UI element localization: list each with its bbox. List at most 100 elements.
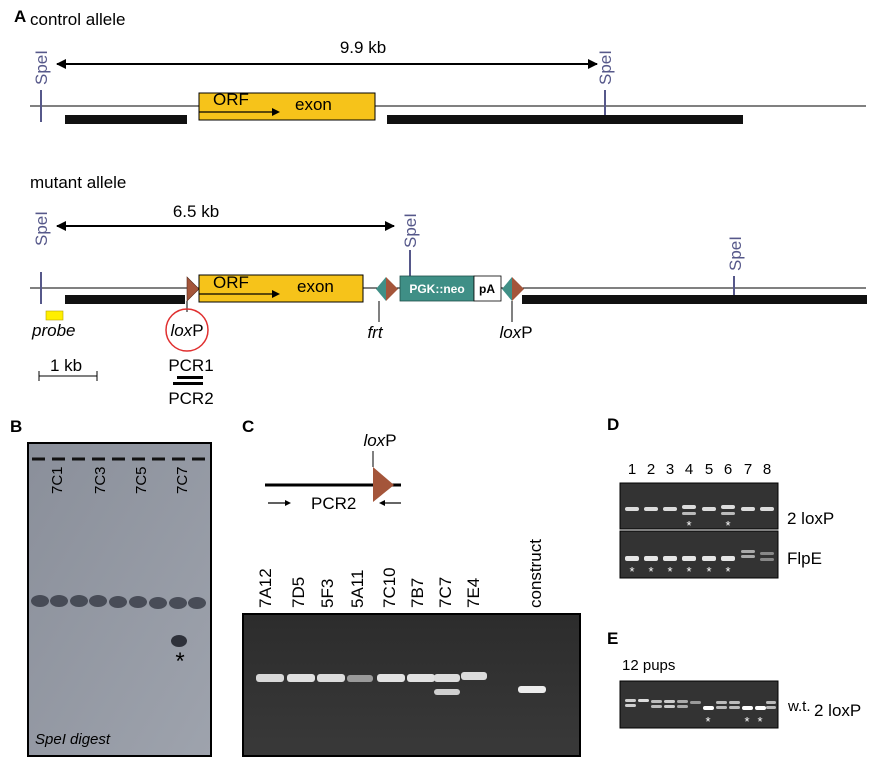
mutant-orf-label: ORF [213,273,249,292]
polya-box [473,275,502,302]
blot-lane-label: 7C5 [133,466,150,494]
polya-label: pA [479,282,495,296]
control-exon-box [198,92,376,121]
pups-genotyping-gel [619,680,779,729]
control-homology-arm-left [65,115,187,124]
loxp-site-1 [186,276,200,302]
panel-a: A control allele 9.9 kb SpeI SpeI ORF ex… [14,7,867,408]
scale-bar-label: 1 kb [50,356,82,375]
flp-lane-number: 8 [763,461,771,478]
pcr1-label: PCR1 [168,356,213,375]
control-homology-arm-right [387,115,743,124]
pgk-neo-label: PGK::neo [409,282,464,296]
pups-title: 12 pups [622,657,675,674]
pcr-lane-label: 5F3 [318,579,337,608]
loxp-gel-star: * [686,518,691,533]
pcr2-gel [242,613,581,757]
pcr2-loxp-band [434,689,460,695]
flpe-gel-star: * [706,564,711,579]
frt-label: frt [367,323,383,342]
mutant-exon-label: exon [297,277,334,296]
pcr-lane-label: 7A12 [256,568,275,608]
mutant-spei-right-label: SpeI [726,236,745,271]
pcr2-band [317,674,345,682]
flpe-genotyping-gel [619,530,779,579]
flp-lane-number: 5 [705,461,713,478]
blot-lane-label: 7C7 [174,466,191,494]
loxp-site-3 [512,277,524,301]
panel-c: C loxP PCR2 7A12 7D5 5F3 5A11 7C10 7B7 7… [242,417,581,757]
pgk-neo-cassette [399,275,475,302]
pcr2-reverse-primer-head [379,500,385,506]
pcr2-gel-bands [256,672,546,695]
pcr2-band [461,672,487,680]
probe-label: probe [31,321,75,340]
mutant-homology-arm-right [522,295,867,304]
flpe-gel-star: * [725,564,730,579]
flpe-gel-star: * [648,564,653,579]
loxp-gel-bands [625,505,774,515]
panel-b: B 7C1 7C3 7C5 7C7 * SpeI digest [10,417,212,757]
flpe-gel-star: * [629,564,634,579]
pcr2-schematic-label: PCR2 [311,494,356,513]
probe-box [45,310,64,321]
pups-gel-bands [625,699,776,710]
pcr2-band [256,674,284,682]
flp-lane-number: 3 [666,461,674,478]
pups-loxp-label: 2 loxP [814,701,861,720]
pcr2-forward-primer-head [285,500,291,506]
control-orf-label: ORF [213,90,249,109]
pcr-lane-label: 5A11 [348,570,367,608]
pcr1-product-bar [177,376,203,379]
mutant-spei-middle-label: SpeI [401,213,420,248]
pcr-lane-label: construct [526,539,545,608]
flpe-gel-row-label: FlpE [787,549,822,568]
flp-lane-number: 6 [724,461,732,478]
control-spei-right-label: SpeI [596,50,615,85]
panel-e: E 12 pups * * * w.t. 2 lox [607,629,861,729]
frt-site-2 [502,277,512,301]
loxp-site-2 [386,277,398,301]
control-orf-arrowhead [272,108,280,116]
pcr2-label: PCR2 [168,389,213,408]
pcr-lane-label: 7B7 [408,578,427,608]
loxp-1-highlight-circle [165,308,209,352]
panel-e-letter: E [607,629,618,648]
pcr2-schematic-loxp [373,467,394,502]
pcr2-band [407,674,435,682]
flpe-gel-star: * [667,564,672,579]
mutant-exon-box [198,274,364,303]
flpe-gel-bands [625,550,774,561]
blot-lane-label: 7C1 [49,466,66,494]
blot-wt-bands [31,595,206,609]
loxp-gel-star: * [725,518,730,533]
pups-gel-star: * [705,714,710,729]
control-distance-label: 9.9 kb [340,38,386,57]
panel-d-letter: D [607,415,619,434]
mutant-orf-arrowhead [272,290,280,298]
loxp-genotyping-gel [619,482,779,530]
control-allele-title: control allele [30,10,125,29]
pcr-lane-label: 7D5 [289,577,308,608]
loxp-gel-row-label: 2 loxP [787,509,834,528]
pcr-lane-label: 7C7 [436,577,455,608]
panel-a-letter: A [14,7,26,26]
pcr2-band [347,675,373,682]
flp-lane-number: 4 [685,461,693,478]
pcr-lane-label: 7C10 [380,567,399,608]
loxp-1-label: loxP [170,321,203,340]
mutant-homology-arm-left [65,295,185,304]
pups-gel-star: * [757,714,762,729]
pcr2-schematic-loxp-label: loxP [363,431,396,450]
pups-gel-star: * [744,714,749,729]
pcr2-band [377,674,405,682]
blot-mutant-star: * [175,648,184,675]
mutant-distance-label: 6.5 kb [173,202,219,221]
control-spei-left-label: SpeI [32,50,51,85]
panel-b-letter: B [10,417,22,436]
blot-mutant-band [171,635,187,647]
mutant-spei-left-label: SpeI [32,211,51,246]
pcr2-product-bar [173,382,203,385]
pcr2-band [287,674,315,682]
